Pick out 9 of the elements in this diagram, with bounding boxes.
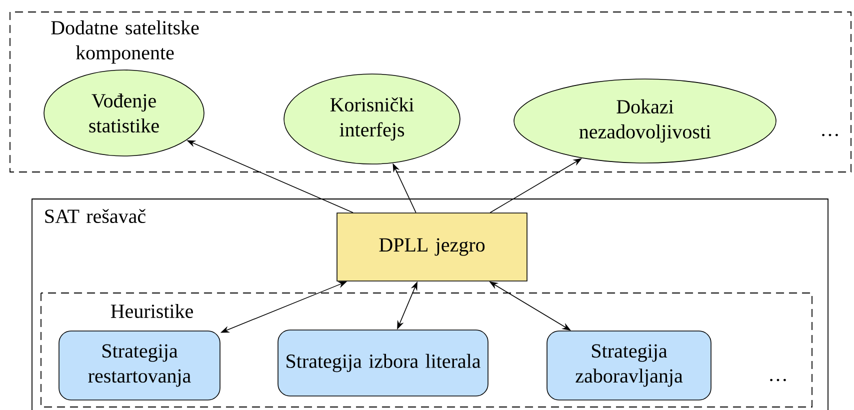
- group-title: SAT rešavač: [45, 208, 146, 224]
- ellipsis: …: [770, 378, 786, 382]
- strategy-box: Strategija restartovanja: [58, 330, 220, 400]
- ellipsis: …: [822, 134, 838, 136]
- strategy-box: Strategija izbora literala: [278, 330, 488, 396]
- group-title: Dodatne satelitske komponente: [51, 20, 199, 64]
- strategy-box: Strategija zaboravljanja: [546, 330, 712, 400]
- core-box: DPLL jezgro: [336, 212, 528, 282]
- group-title: Heuristike: [110, 304, 193, 318]
